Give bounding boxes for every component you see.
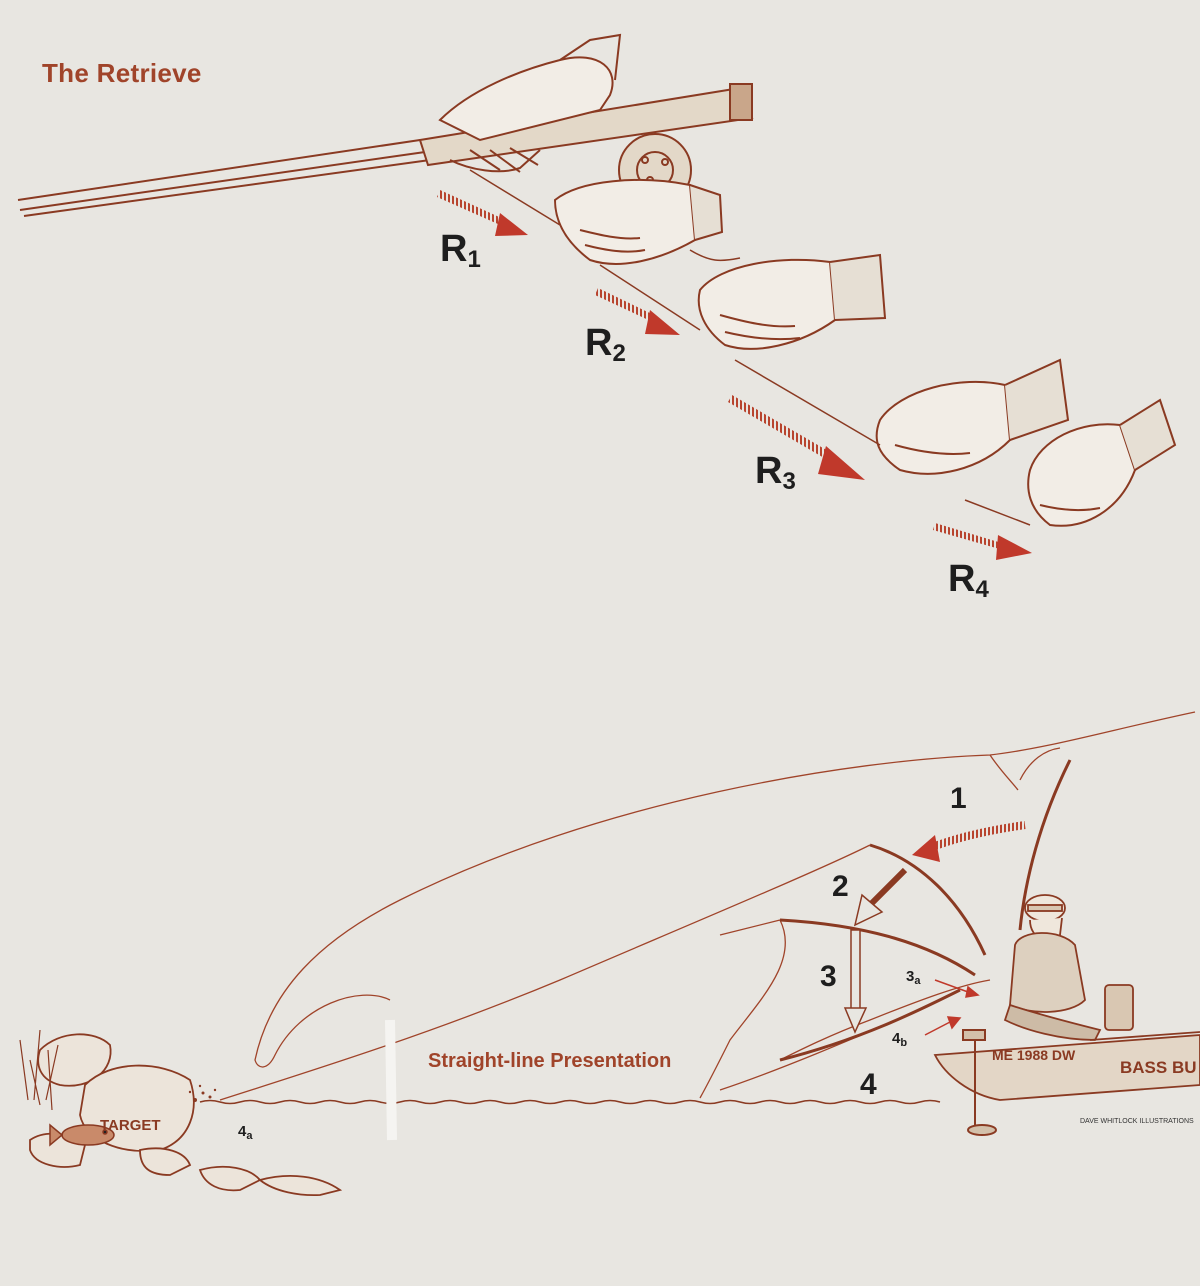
- step-label-4b: 4b: [892, 1030, 908, 1049]
- water-surface: [199, 1099, 941, 1105]
- retrieve-title: The Retrieve: [42, 58, 202, 88]
- step-arrow-3: [843, 929, 868, 1034]
- step-arrow-4b: [924, 1016, 962, 1036]
- step-label-r4: R4: [948, 558, 989, 603]
- step-arrow-3a: [934, 979, 980, 998]
- retrieve-arrow-r4: [933, 523, 1032, 560]
- boat-registration: ME 1988 DW: [992, 1047, 1076, 1063]
- angler-illustration: [1003, 894, 1134, 1041]
- retrieve-arrow-r3: [728, 395, 865, 480]
- retrieve-hand-2: [697, 253, 887, 350]
- target-label: TARGET: [100, 1117, 161, 1134]
- step-label-4: 4: [860, 1068, 877, 1101]
- fish-icon: [49, 1123, 115, 1147]
- step-label-2: 2: [832, 870, 849, 903]
- step-label-3a: 3a: [906, 968, 921, 987]
- rod-hand-illustration: [438, 33, 622, 173]
- fly-rod: [17, 83, 754, 217]
- grass-reeds: [19, 1029, 59, 1111]
- step-label-r2: R2: [585, 322, 626, 367]
- retrieve-arrow-r2: [595, 288, 680, 335]
- boat-name: BASS BU: [1120, 1058, 1197, 1077]
- presentation-title: Straight-line Presentation: [428, 1050, 672, 1072]
- rod-positions: [779, 759, 1072, 1062]
- step-label-1: 1: [950, 782, 967, 815]
- step-arrow-1: [912, 821, 1026, 862]
- step-label-4a: 4a: [238, 1123, 253, 1142]
- splash: [188, 1084, 217, 1102]
- boat-illustration: [933, 1031, 1200, 1101]
- retrieve-hand-4: [1027, 398, 1177, 527]
- retrieve-arrow-r1: [437, 190, 528, 236]
- step-arrow-2: [853, 867, 908, 927]
- step-label-3: 3: [820, 960, 837, 993]
- illustration-credit: DAVE WHITLOCK ILLUSTRATIONS: [1080, 1118, 1194, 1125]
- step-label-r3: R3: [755, 450, 796, 495]
- retrieved-line: [469, 169, 1031, 526]
- step-label-r1: R1: [440, 228, 481, 273]
- target-rocks-illustration: [29, 1033, 343, 1197]
- page-fold: [385, 1019, 397, 1141]
- retrieve-hand-1: [553, 179, 724, 265]
- retrieve-hand-3: [875, 358, 1070, 475]
- trolling-motor: [962, 1029, 997, 1136]
